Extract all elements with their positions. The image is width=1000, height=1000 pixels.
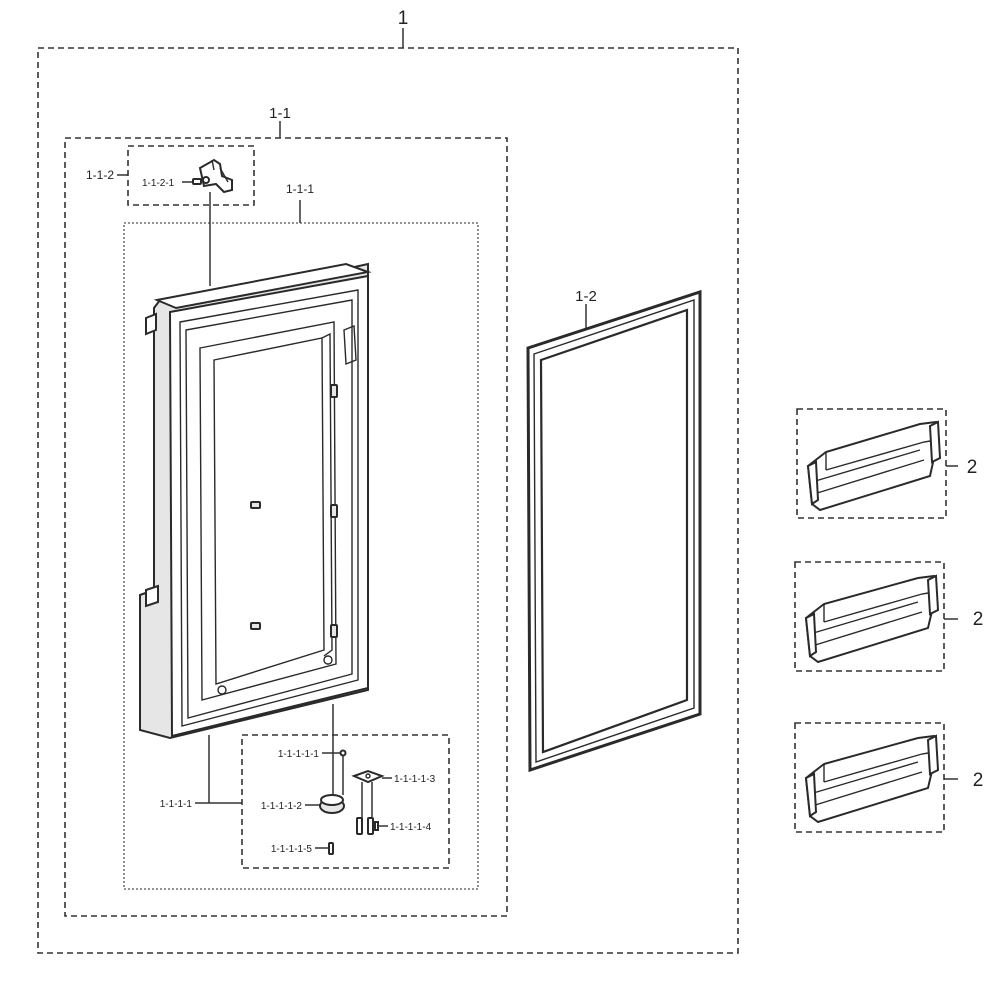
label-1: 1 <box>398 8 409 48</box>
foam-assy-1-1-1-box <box>123 222 479 890</box>
label-1-1-1-1-text: 1-1-1-1 <box>160 799 193 810</box>
label-1-1-2-text: 1-1-2 <box>86 168 114 182</box>
lower-screw-a-part <box>356 817 379 835</box>
label-1-1-text: 1-1 <box>269 105 291 122</box>
lower-assy-1-1-1-1-box <box>241 734 450 869</box>
label-1-1-1: 1-1-1 <box>286 182 314 223</box>
assembly-1-box <box>37 47 739 954</box>
label-1-1-1-1-5-text: 1-1-1-1-5 <box>271 844 313 855</box>
hinge-screw-part <box>192 178 202 185</box>
label-1-2: 1-2 <box>575 288 597 330</box>
label-1-1-1-1-3: 1-1-1-1-3 <box>382 774 436 785</box>
door-bin-middle: 2 <box>794 561 984 672</box>
lower-screw-b-part <box>328 842 334 855</box>
label-1-1-1-1: 1-1-1-1 <box>160 735 242 810</box>
label-1-1: 1-1 <box>269 105 291 138</box>
label-1-1-2-1-text: 1-1-2-1 <box>142 178 175 189</box>
label-1-1-1-1-2: 1-1-1-1-2 <box>261 801 320 812</box>
lower-plate-part <box>351 769 385 820</box>
label-2-middle-text: 2 <box>973 609 984 630</box>
door-bin-bottom: 2 <box>794 722 984 833</box>
label-1-1-1-1-4-text: 1-1-1-1-4 <box>390 822 432 833</box>
label-1-1-1-text: 1-1-1 <box>286 182 314 196</box>
hinge-assy-1-1-2-box <box>127 145 255 206</box>
label-1-1-1-1-3-text: 1-1-1-1-3 <box>394 774 436 785</box>
hinge-bracket-part <box>198 158 233 194</box>
door-gasket-part <box>526 289 702 773</box>
label-1-1-1-1-1: 1-1-1-1-1 <box>278 749 342 760</box>
label-2-bottom-text: 2 <box>973 770 984 791</box>
label-2-top-text: 2 <box>967 457 978 478</box>
label-1-1-2: 1-1-2 <box>86 168 128 182</box>
label-1-1-1-1-5: 1-1-1-1-5 <box>271 844 328 855</box>
label-1-1-1-1-2-text: 1-1-1-1-2 <box>261 801 303 812</box>
lower-cap-part <box>319 794 345 814</box>
door-bin-top: 2 <box>796 408 978 519</box>
door-foam-part <box>139 262 372 740</box>
label-1-text: 1 <box>398 8 409 29</box>
door-assy-1-1-box <box>64 137 508 917</box>
label-1-2-text: 1-2 <box>575 288 597 305</box>
label-1-1-1-1-4: 1-1-1-1-4 <box>378 822 432 833</box>
lower-pin-part <box>339 749 347 795</box>
label-1-1-2-1: 1-1-2-1 <box>142 178 193 189</box>
label-1-1-1-1-1-text: 1-1-1-1-1 <box>278 749 320 760</box>
